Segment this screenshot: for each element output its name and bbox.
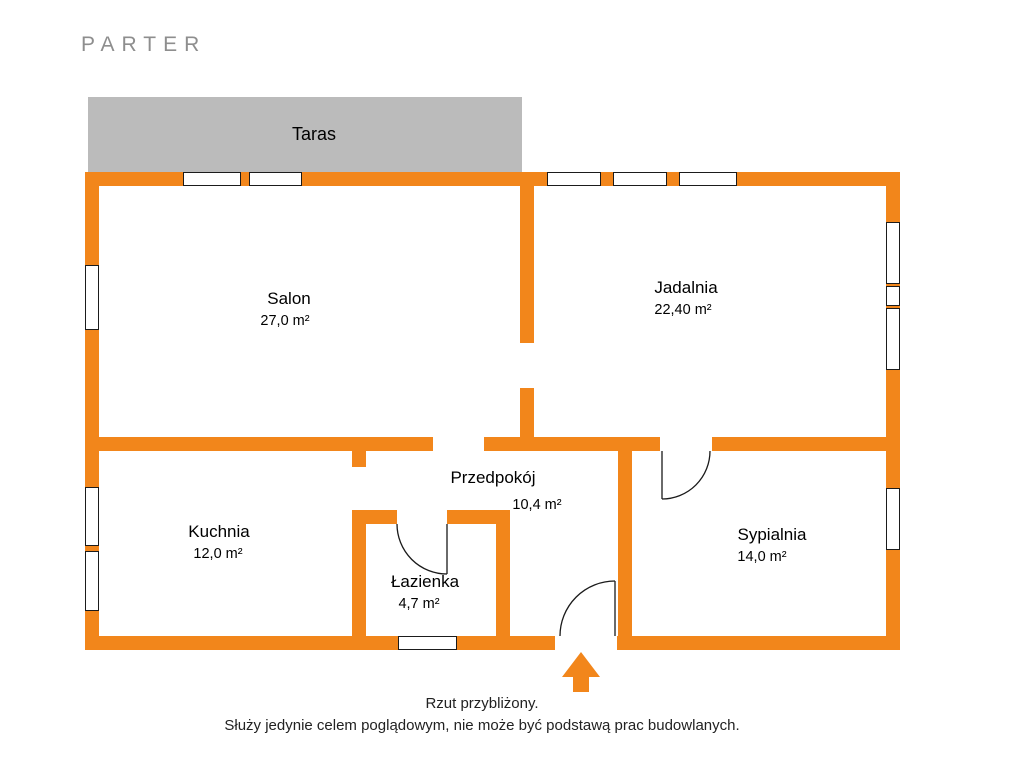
- room-area-przedpokoj: 10,4 m²: [512, 497, 562, 513]
- window-right-jadalnia-1: [886, 222, 900, 284]
- room-label-przedpokoj: Przedpokój: [450, 468, 536, 487]
- wall-mid-center: [484, 437, 660, 451]
- floor-title: PARTER: [81, 33, 207, 56]
- room-area-jadalnia: 22,40 m²: [654, 302, 712, 318]
- window-top-jadalnia-2: [613, 172, 667, 186]
- room-area-lazienka: 4,7 m²: [398, 596, 440, 612]
- window-left-kuchnia-2: [85, 551, 99, 611]
- window-right-jadalnia-2: [886, 286, 900, 306]
- terrace-area: Taras: [88, 97, 522, 172]
- window-top-salon-2: [249, 172, 302, 186]
- window-bottom-lazienka: [398, 636, 457, 650]
- wall-lazienka-top-left: [352, 510, 397, 524]
- window-right-jadalnia-3: [886, 308, 900, 370]
- window-left-salon: [85, 265, 99, 330]
- window-right-sypialnia: [886, 488, 900, 550]
- wall-outer-bottom-left: [85, 636, 555, 650]
- room-area-sypialnia: 14,0 m²: [737, 549, 787, 565]
- wall-mid-left: [99, 437, 433, 451]
- wall-mid-right: [712, 437, 886, 451]
- wall-salon-jadalnia-lower: [520, 388, 534, 437]
- window-top-jadalnia-3: [679, 172, 737, 186]
- door-arc-sypialnia: [661, 450, 711, 500]
- window-top-jadalnia-1: [547, 172, 601, 186]
- room-area-salon: 27,0 m²: [260, 313, 310, 329]
- room-label-kuchnia: Kuchnia: [188, 522, 250, 541]
- wall-lazienka-right: [496, 510, 510, 636]
- door-arc-lazienka: [396, 523, 448, 575]
- disclaimer-line-2: Służy jedynie celem poglądowym, nie może…: [224, 717, 740, 734]
- room-label-jadalnia: Jadalnia: [654, 278, 718, 297]
- room-area-kuchnia: 12,0 m²: [193, 546, 243, 562]
- wall-salon-jadalnia-upper: [520, 186, 534, 343]
- disclaimer: Rzut przybliżony. Służy jedynie celem po…: [62, 693, 902, 737]
- disclaimer-line-1: Rzut przybliżony.: [425, 695, 539, 712]
- room-label-salon: Salon: [267, 289, 311, 308]
- wall-lazienka-top-right: [447, 510, 510, 524]
- window-top-salon-1: [183, 172, 241, 186]
- wall-outer-bottom-right: [617, 636, 900, 650]
- wall-kuchnia-stub: [352, 451, 366, 467]
- window-left-kuchnia-1: [85, 487, 99, 546]
- room-label-lazienka: Łazienka: [390, 572, 460, 591]
- door-arc-entrance: [559, 580, 616, 637]
- wall-lazienka-left: [352, 510, 366, 636]
- wall-sypialnia-left: [618, 451, 632, 636]
- entrance-arrow-icon: [562, 652, 600, 692]
- room-label-sypialnia: Sypialnia: [737, 525, 807, 544]
- terrace-label: Taras: [291, 124, 336, 144]
